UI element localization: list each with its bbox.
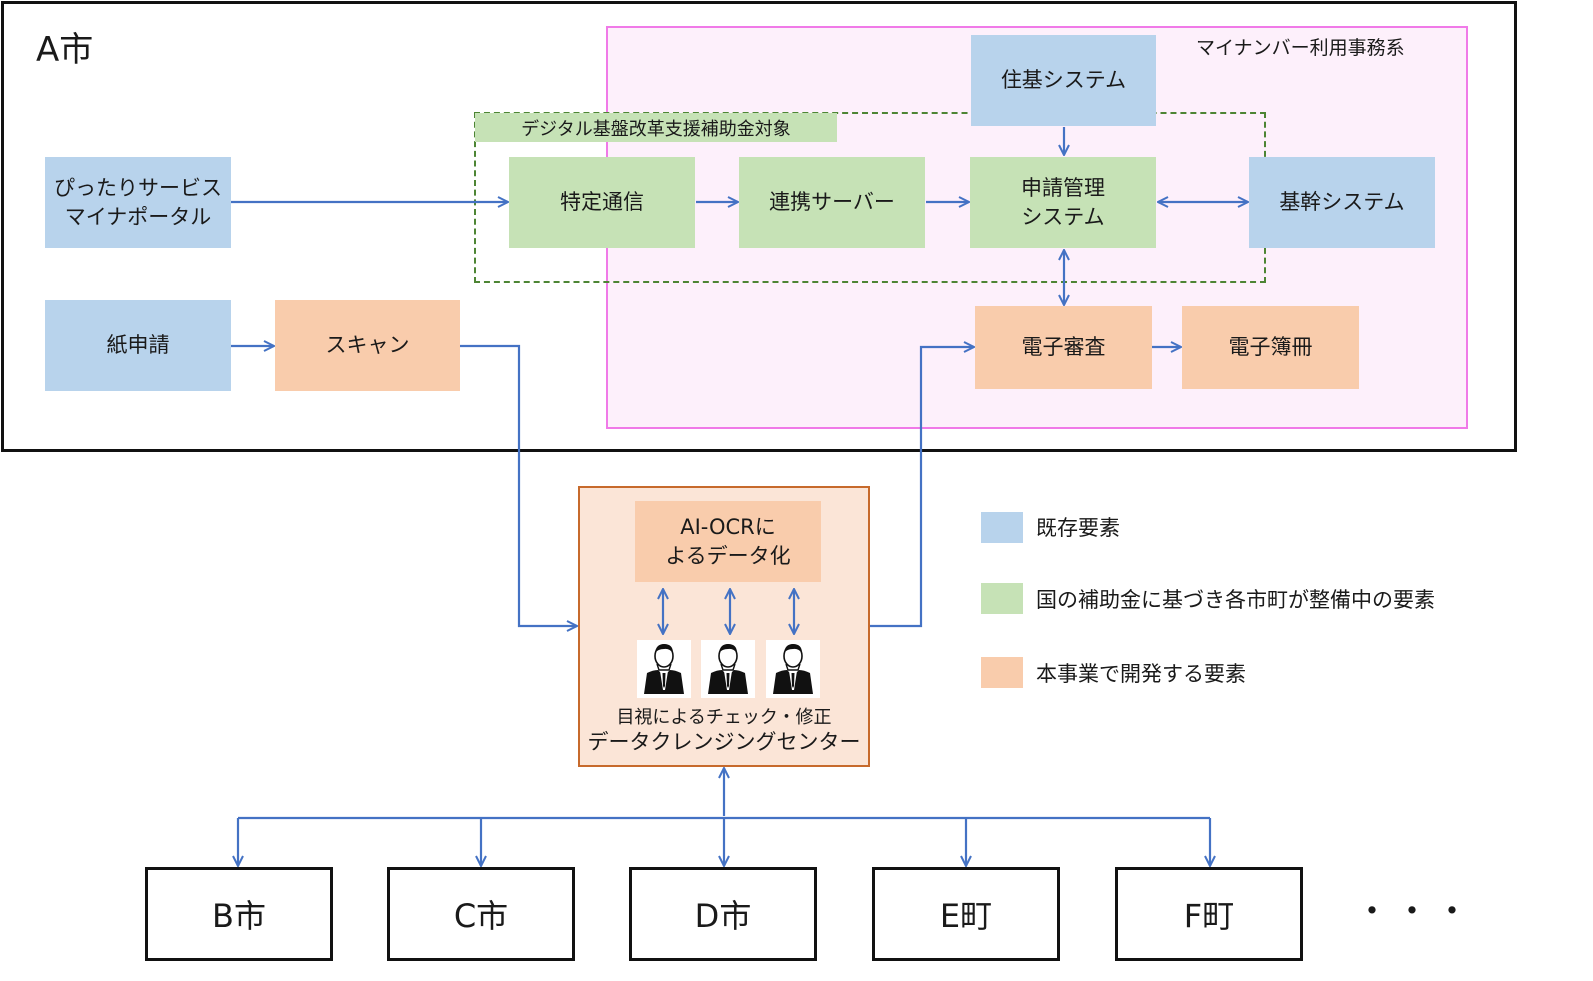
node-renkei-server: 連携サーバー	[739, 157, 925, 248]
node-juki-system: 住基システム	[971, 35, 1156, 126]
arrow-scan-to-center	[460, 344, 577, 626]
visual-check-label: 目視によるチェック・修正	[616, 707, 832, 728]
legend-label-existing: 既存要素	[1036, 516, 1120, 540]
cleansing-center-title: データクレンジングセンター	[587, 730, 861, 754]
legend-swatch-existing	[981, 512, 1023, 543]
operator-person-icon	[637, 640, 691, 698]
node-ai-ocr: AI-OCRに よるデータ化	[635, 501, 821, 582]
legend-swatch-new	[981, 657, 1023, 688]
node-denshi-boki: 電子簿冊	[1182, 306, 1359, 389]
node-tokutei-tsushin: 特定通信	[509, 157, 695, 248]
node-pittari-service: ぴったりサービス マイナポータル	[45, 157, 231, 248]
city-a-title: A市	[36, 30, 94, 70]
node-kami-shinsei: 紙申請	[45, 300, 231, 391]
municipality-b: B市	[145, 867, 333, 961]
node-denshi-shinsa: 電子審査	[975, 306, 1152, 389]
operator-person-icon	[701, 640, 755, 698]
subsidy-zone-label: デジタル基盤改革支援補助金対象	[475, 113, 837, 142]
legend-swatch-subsidized	[981, 583, 1023, 614]
municipality-e: E町	[872, 867, 1060, 961]
municipality-c: C市	[387, 867, 575, 961]
node-kikan-system: 基幹システム	[1249, 157, 1435, 248]
legend-label-new: 本事業で開発する要素	[1036, 662, 1246, 686]
more-municipalities-ellipsis: ・・・	[1355, 892, 1475, 932]
arrow-center-to-shinsa	[870, 347, 974, 628]
node-scan: スキャン	[275, 300, 460, 391]
operator-person-icon	[766, 640, 820, 698]
municipality-d: D市	[629, 867, 817, 961]
mynumber-zone-label: マイナンバー利用事務系	[1196, 37, 1405, 59]
node-shinsei-kanri: 申請管理 システム	[970, 157, 1156, 248]
city-a-frame	[1, 1, 1517, 452]
legend-label-subsidized: 国の補助金に基づき各市町が整備中の要素	[1036, 588, 1435, 612]
municipality-f: F町	[1115, 867, 1303, 961]
